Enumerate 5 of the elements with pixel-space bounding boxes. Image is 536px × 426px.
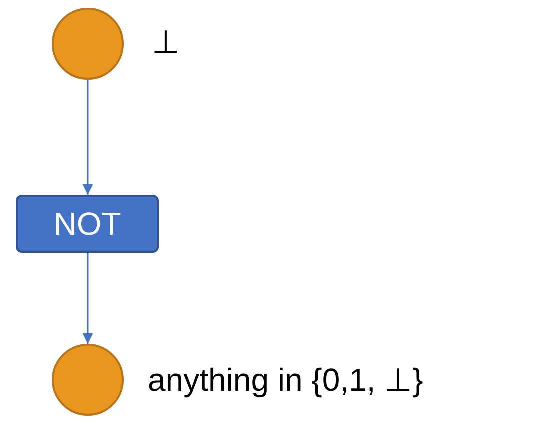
state-label: ⊥ bbox=[152, 26, 180, 58]
state-label: anything in {0,1, ⊥} bbox=[148, 364, 424, 396]
arrow bbox=[82, 253, 94, 344]
gate-box: NOT bbox=[16, 195, 159, 253]
arrow bbox=[82, 80, 94, 195]
